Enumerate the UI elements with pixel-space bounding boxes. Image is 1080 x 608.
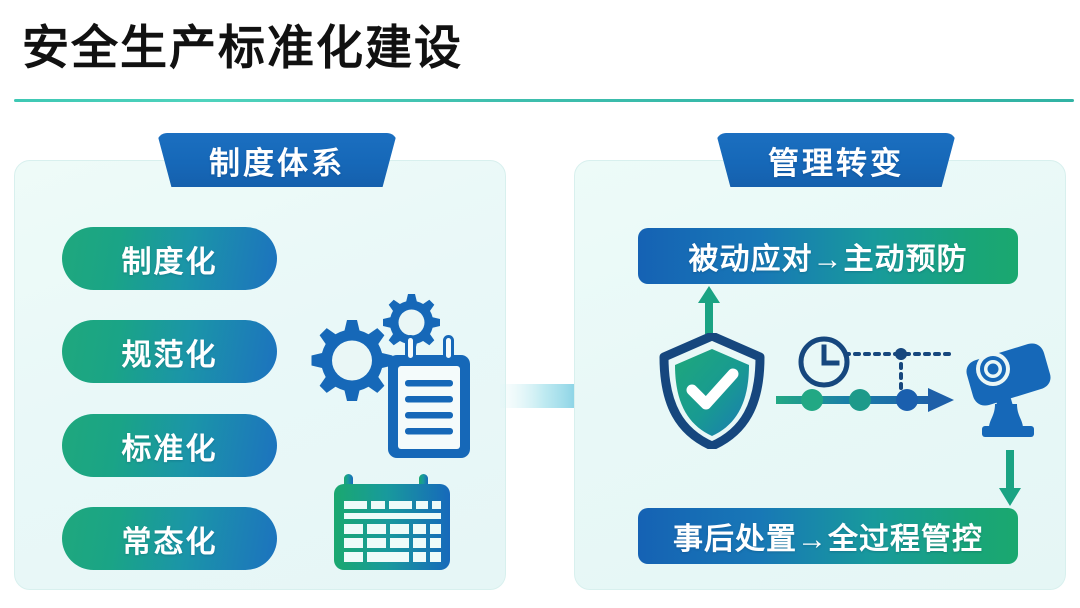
- section-badge-institution-system[interactable]: 制度体系: [157, 133, 397, 187]
- pill-label: 制度化: [121, 245, 218, 279]
- pill-item[interactable]: 标准化: [62, 414, 277, 477]
- section-badge-management-transformation[interactable]: 管理转变: [716, 133, 956, 187]
- pill-label: 常态化: [121, 525, 218, 559]
- pill-label: 规范化: [121, 338, 218, 372]
- title-divider: [14, 99, 1074, 102]
- transformation-bar[interactable]: 被动应对→主动预防: [638, 228, 1018, 284]
- clipboard-icon: [388, 335, 470, 458]
- down-arrow-icon: [998, 450, 1022, 506]
- up-arrow-icon: [697, 286, 721, 334]
- pill-item[interactable]: 规范化: [62, 320, 277, 383]
- calendar-icon-svg: [334, 474, 450, 570]
- shield-check-svg: [659, 331, 765, 451]
- gears-clipboard-svg: [311, 294, 470, 458]
- cctv-camera-icon: [962, 336, 1058, 444]
- pill-item[interactable]: 制度化: [62, 227, 277, 290]
- dotted-connector-svg: [843, 348, 957, 400]
- section-badge-label: 制度体系: [209, 145, 345, 181]
- clock-svg: [798, 336, 850, 388]
- page-title: 安全生产标准化建设: [22, 21, 463, 74]
- transformation-bar[interactable]: 事后处置→全过程管控: [638, 508, 1018, 564]
- dotted-connector-icon: [843, 340, 960, 400]
- timeline-arrow-icon: [776, 385, 961, 415]
- up-arrow-svg: [698, 286, 720, 334]
- shield-check-icon: [659, 331, 765, 451]
- transformation-bar-label: 事后处置→全过程管控: [673, 523, 983, 556]
- gears-clipboard-group: [292, 292, 472, 467]
- timeline-arrow-svg: [776, 388, 954, 412]
- pill-label: 标准化: [121, 432, 218, 466]
- cctv-camera-svg: [966, 343, 1051, 437]
- calendar-icon: [322, 468, 462, 573]
- clock-icon: [796, 334, 852, 390]
- header: 安全生产标准化建设: [0, 0, 1080, 104]
- pill-item[interactable]: 常态化: [62, 507, 277, 570]
- transformation-bar-label: 被动应对→主动预防: [688, 243, 968, 276]
- gears-icon: [311, 294, 440, 401]
- down-arrow-svg: [999, 450, 1021, 506]
- section-badge-label: 管理转变: [768, 145, 904, 181]
